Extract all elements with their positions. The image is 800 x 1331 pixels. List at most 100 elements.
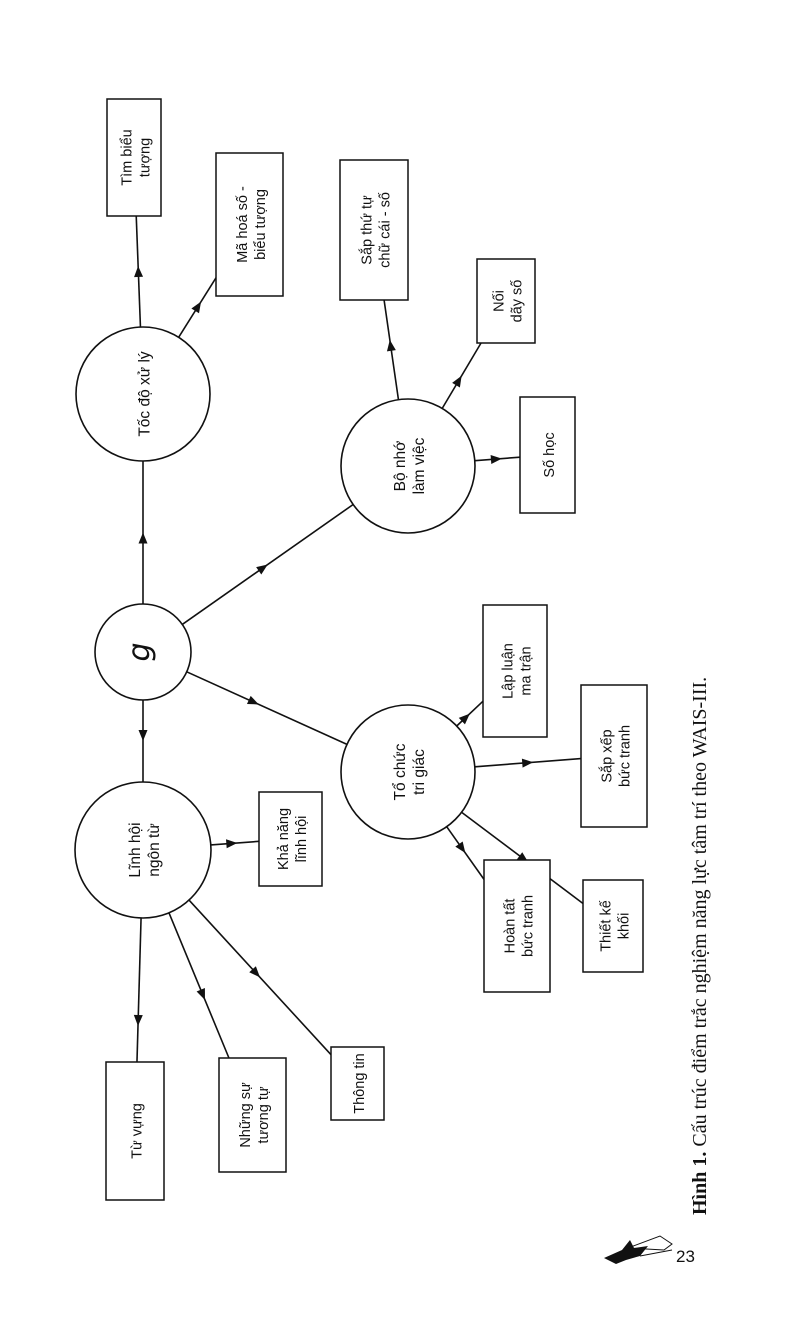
figure-caption-label: Hình 1. <box>689 1152 711 1215</box>
subtest-box-information <box>330 1046 385 1121</box>
factor-label-working_memory-line: làm việc <box>411 437 428 494</box>
subtest-box-digit_span <box>476 258 536 344</box>
arrowhead-verbal-vocabulary <box>133 1014 143 1026</box>
factor-circle-speed <box>75 326 211 462</box>
factor-label-verbal-line: Lĩnh hội <box>127 822 144 877</box>
subtest-label-picture_completion-line: Hoàn tất <box>502 899 518 954</box>
edge-verbal-vocabulary <box>136 917 142 1063</box>
figure-caption-text: Cấu trúc điểm trắc nghiệm năng lực tâm t… <box>689 677 711 1152</box>
subtest-label-letter_number-line: chữ cái - số <box>377 192 393 268</box>
factor-label-working_memory-line: Bộ nhớ <box>392 441 409 492</box>
arrowhead-working_memory-digit_span <box>452 375 462 388</box>
subtest-box-digit_symbol <box>215 152 284 297</box>
subtest-node-vocabulary: Từ vựng <box>105 1061 165 1201</box>
factor-node-speed: Tốc độ xử lý <box>75 326 211 462</box>
factor-label-speed-line: Tốc độ xử lý <box>137 351 154 437</box>
arrowhead-verbal-comprehension <box>226 839 238 849</box>
arrowhead-verbal-information <box>249 966 261 978</box>
diagram-edges <box>133 215 584 1063</box>
subtest-box-arithmetic <box>519 396 576 514</box>
arrowhead-g-speed <box>138 532 148 544</box>
subtest-label-picture_arrangement-line: bức tranh <box>617 725 633 787</box>
subtest-box-picture_completion <box>483 859 551 993</box>
figure-caption: Hình 1. Cấu trúc điểm trắc nghiệm năng l… <box>689 677 711 1215</box>
subtest-label-digit_symbol-line: Mã hoá số - <box>235 186 251 263</box>
arrowhead-perceptual-picture_completion <box>455 841 466 854</box>
arrowhead-working_memory-arithmetic <box>490 454 502 464</box>
factor-circle-perceptual <box>340 704 476 840</box>
subtest-label-block_design-line: Thiết kế <box>598 900 614 952</box>
subtest-label-comprehension-line: Khả năng <box>276 808 292 870</box>
arrowhead-perceptual-matrix_reasoning <box>458 713 470 725</box>
subtest-box-block_design <box>582 879 644 973</box>
subtest-label-digit_symbol-line: biểu tượng <box>253 189 269 260</box>
subtest-label-vocabulary: Từ vựng <box>129 1103 145 1159</box>
subtest-label-vocabulary-line: Từ vựng <box>129 1103 145 1159</box>
subtest-box-picture_arrangement <box>580 684 648 828</box>
factor-circle-working_memory <box>340 398 476 534</box>
page-number: 23 <box>676 1247 695 1266</box>
factor-circle-verbal <box>74 781 212 919</box>
factor-label-g: g <box>123 642 158 661</box>
factor-label-perceptual-line: Tổ chức <box>392 743 409 800</box>
arrowhead-g-perceptual <box>246 695 259 705</box>
subtest-label-similarities-line: Những sự <box>238 1082 254 1148</box>
subtest-node-information: Thông tin <box>330 1046 385 1121</box>
subtest-label-similarities-line: tương tự <box>256 1086 272 1143</box>
arrowhead-g-verbal <box>138 730 148 741</box>
arrowhead-working_memory-letter_number <box>386 339 396 352</box>
subtest-box-letter_number <box>339 159 409 301</box>
subtest-box-vocabulary <box>105 1061 165 1201</box>
factor-label-verbal-line: ngôn từ <box>146 823 163 876</box>
edge-g-perceptual <box>186 671 348 746</box>
subtest-box-similarities <box>218 1057 287 1173</box>
subtest-label-information-line: Thông tin <box>352 1053 368 1113</box>
subtest-label-comprehension-line: lĩnh hội <box>294 816 310 863</box>
subtest-label-digit_symbol: Mã hoá số -biểu tượng <box>235 186 269 263</box>
subtest-label-picture_completion-line: bức tranh <box>520 895 536 957</box>
factor-node-g: g <box>94 603 192 701</box>
subtest-label-matrix_reasoning-line: ma trận <box>518 646 534 695</box>
factor-circle-g <box>94 603 192 701</box>
subtest-node-digit_symbol: Mã hoá số -biểu tượng <box>215 152 284 297</box>
arrowhead-verbal-similarities <box>196 988 205 1000</box>
subtest-label-letter_number-line: Sắp thứ tự <box>358 195 375 265</box>
arrowhead-speed-digit_symbol <box>191 301 202 314</box>
subtest-label-arithmetic: Số học <box>542 432 558 477</box>
subtest-label-matrix_reasoning-line: Lập luận <box>500 643 516 699</box>
subtest-label-information: Thông tin <box>352 1053 368 1113</box>
arrowhead-g-working_memory <box>256 564 268 575</box>
subtest-box-matrix_reasoning <box>482 604 548 738</box>
bird-logo-icon <box>604 1235 673 1264</box>
factor-label-speed: Tốc độ xử lý <box>137 351 154 437</box>
subtest-box-comprehension <box>258 791 323 887</box>
subtest-label-picture_arrangement-line: Sắp xếp <box>598 729 615 782</box>
subtest-label-digit_span-line: Nối <box>491 290 507 312</box>
arrowhead-perceptual-picture_arrangement <box>521 758 534 768</box>
subtest-label-symbol_search-line: Tìm biểu <box>119 129 135 185</box>
